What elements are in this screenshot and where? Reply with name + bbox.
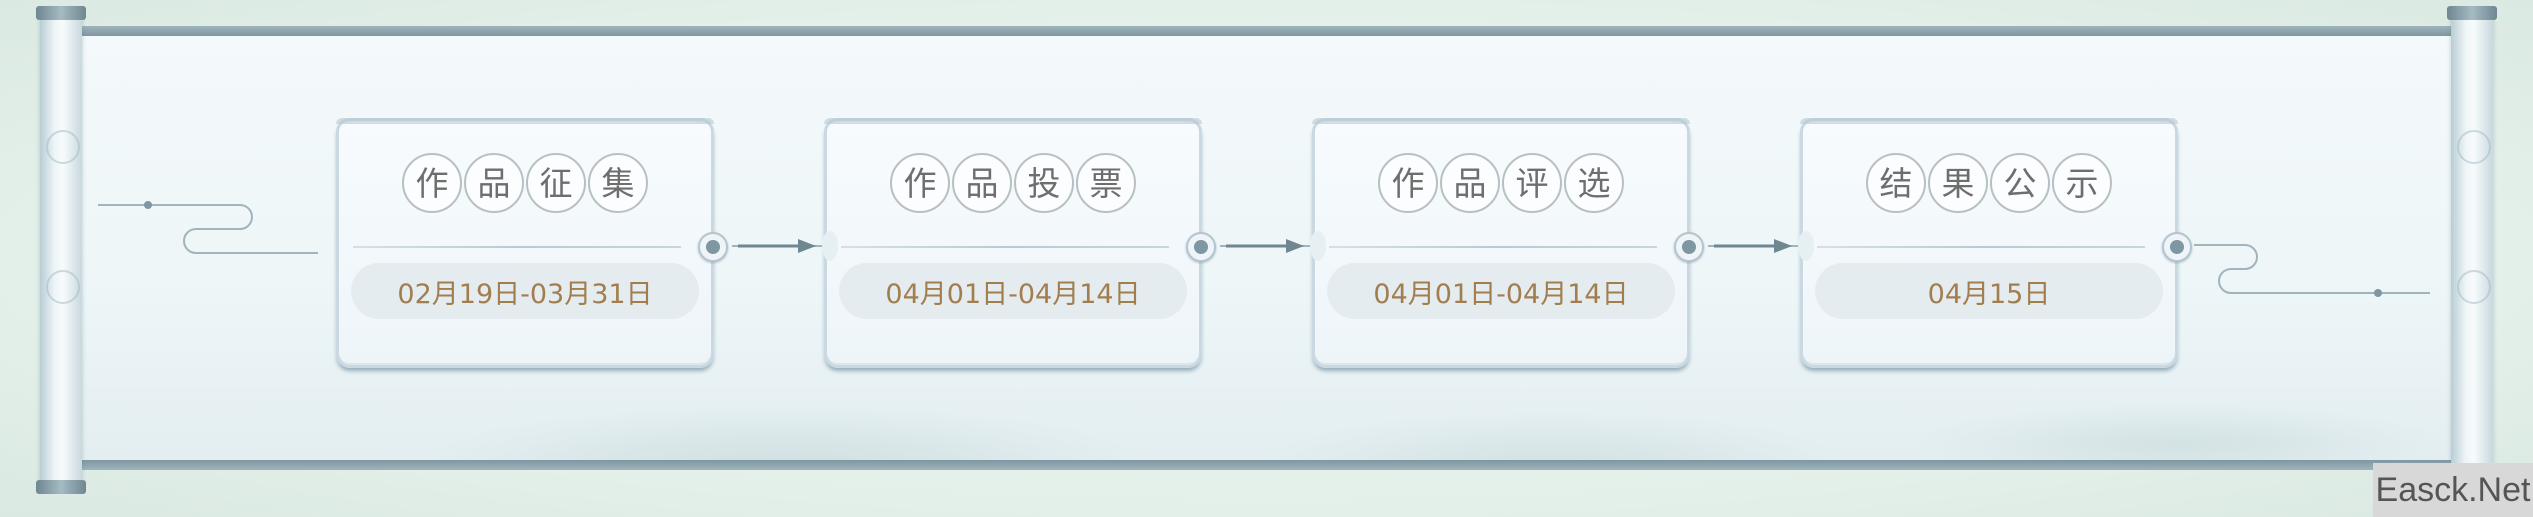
- stage-title: 作 品 评 选: [1315, 153, 1687, 213]
- card-notch: [1310, 231, 1326, 261]
- title-char: 结: [1866, 153, 1926, 213]
- swirl-icon: [2457, 270, 2491, 304]
- swirl-icon: [46, 130, 80, 164]
- card-divider: [1817, 246, 2145, 248]
- swirl-icon: [46, 270, 80, 304]
- title-char: 选: [1564, 153, 1624, 213]
- stage-title: 作 品 投 票: [827, 153, 1199, 213]
- circle-knob-icon: [1186, 232, 1216, 262]
- title-char: 投: [1014, 153, 1074, 213]
- title-char: 作: [1378, 153, 1438, 213]
- stage-title: 结 果 公 示: [1803, 153, 2175, 213]
- title-char: 果: [1928, 153, 1988, 213]
- circle-knob-icon: [2162, 232, 2192, 262]
- stage-card-voting[interactable]: 作 品 投 票 04月01日-04月14日: [822, 118, 1216, 368]
- swirl-icon: [2457, 130, 2491, 164]
- stage-card-judging[interactable]: 作 品 评 选 04月01日-04月14日: [1310, 118, 1704, 368]
- scroll-roller-left: [36, 6, 86, 494]
- card-notch: [822, 231, 838, 261]
- stage-date: 02月19日-03月31日: [351, 263, 699, 319]
- stage-date: 04月15日: [1815, 263, 2163, 319]
- title-char: 作: [402, 153, 462, 213]
- scroll-bottom-border: [62, 460, 2467, 470]
- stage-date: 04月01日-04月14日: [839, 263, 1187, 319]
- stage-card-collection[interactable]: 作 品 征 集 02月19日-03月31日: [336, 118, 728, 368]
- title-char: 公: [1990, 153, 2050, 213]
- card-notch: [1798, 231, 1814, 261]
- arrow-right-icon: [738, 239, 816, 253]
- arrow-right-icon: [1226, 239, 1304, 253]
- watermark: Easck.Net: [2373, 463, 2533, 517]
- stage-title: 作 品 征 集: [339, 153, 711, 213]
- title-char: 评: [1502, 153, 1562, 213]
- title-char: 品: [464, 153, 524, 213]
- title-char: 品: [1440, 153, 1500, 213]
- title-char: 品: [952, 153, 1012, 213]
- title-char: 票: [1076, 153, 1136, 213]
- stage-card-announcement[interactable]: 结 果 公 示 04月15日: [1798, 118, 2192, 368]
- card-divider: [1329, 246, 1657, 248]
- title-char: 作: [890, 153, 950, 213]
- circle-knob-icon: [698, 232, 728, 262]
- title-char: 征: [526, 153, 586, 213]
- scroll-top-border: [62, 26, 2467, 36]
- title-char: 示: [2052, 153, 2112, 213]
- card-divider: [841, 246, 1169, 248]
- arrow-right-icon: [1714, 239, 1792, 253]
- title-char: 集: [588, 153, 648, 213]
- circle-knob-icon: [1674, 232, 1704, 262]
- card-divider: [353, 246, 681, 248]
- stage-date: 04月01日-04月14日: [1327, 263, 1675, 319]
